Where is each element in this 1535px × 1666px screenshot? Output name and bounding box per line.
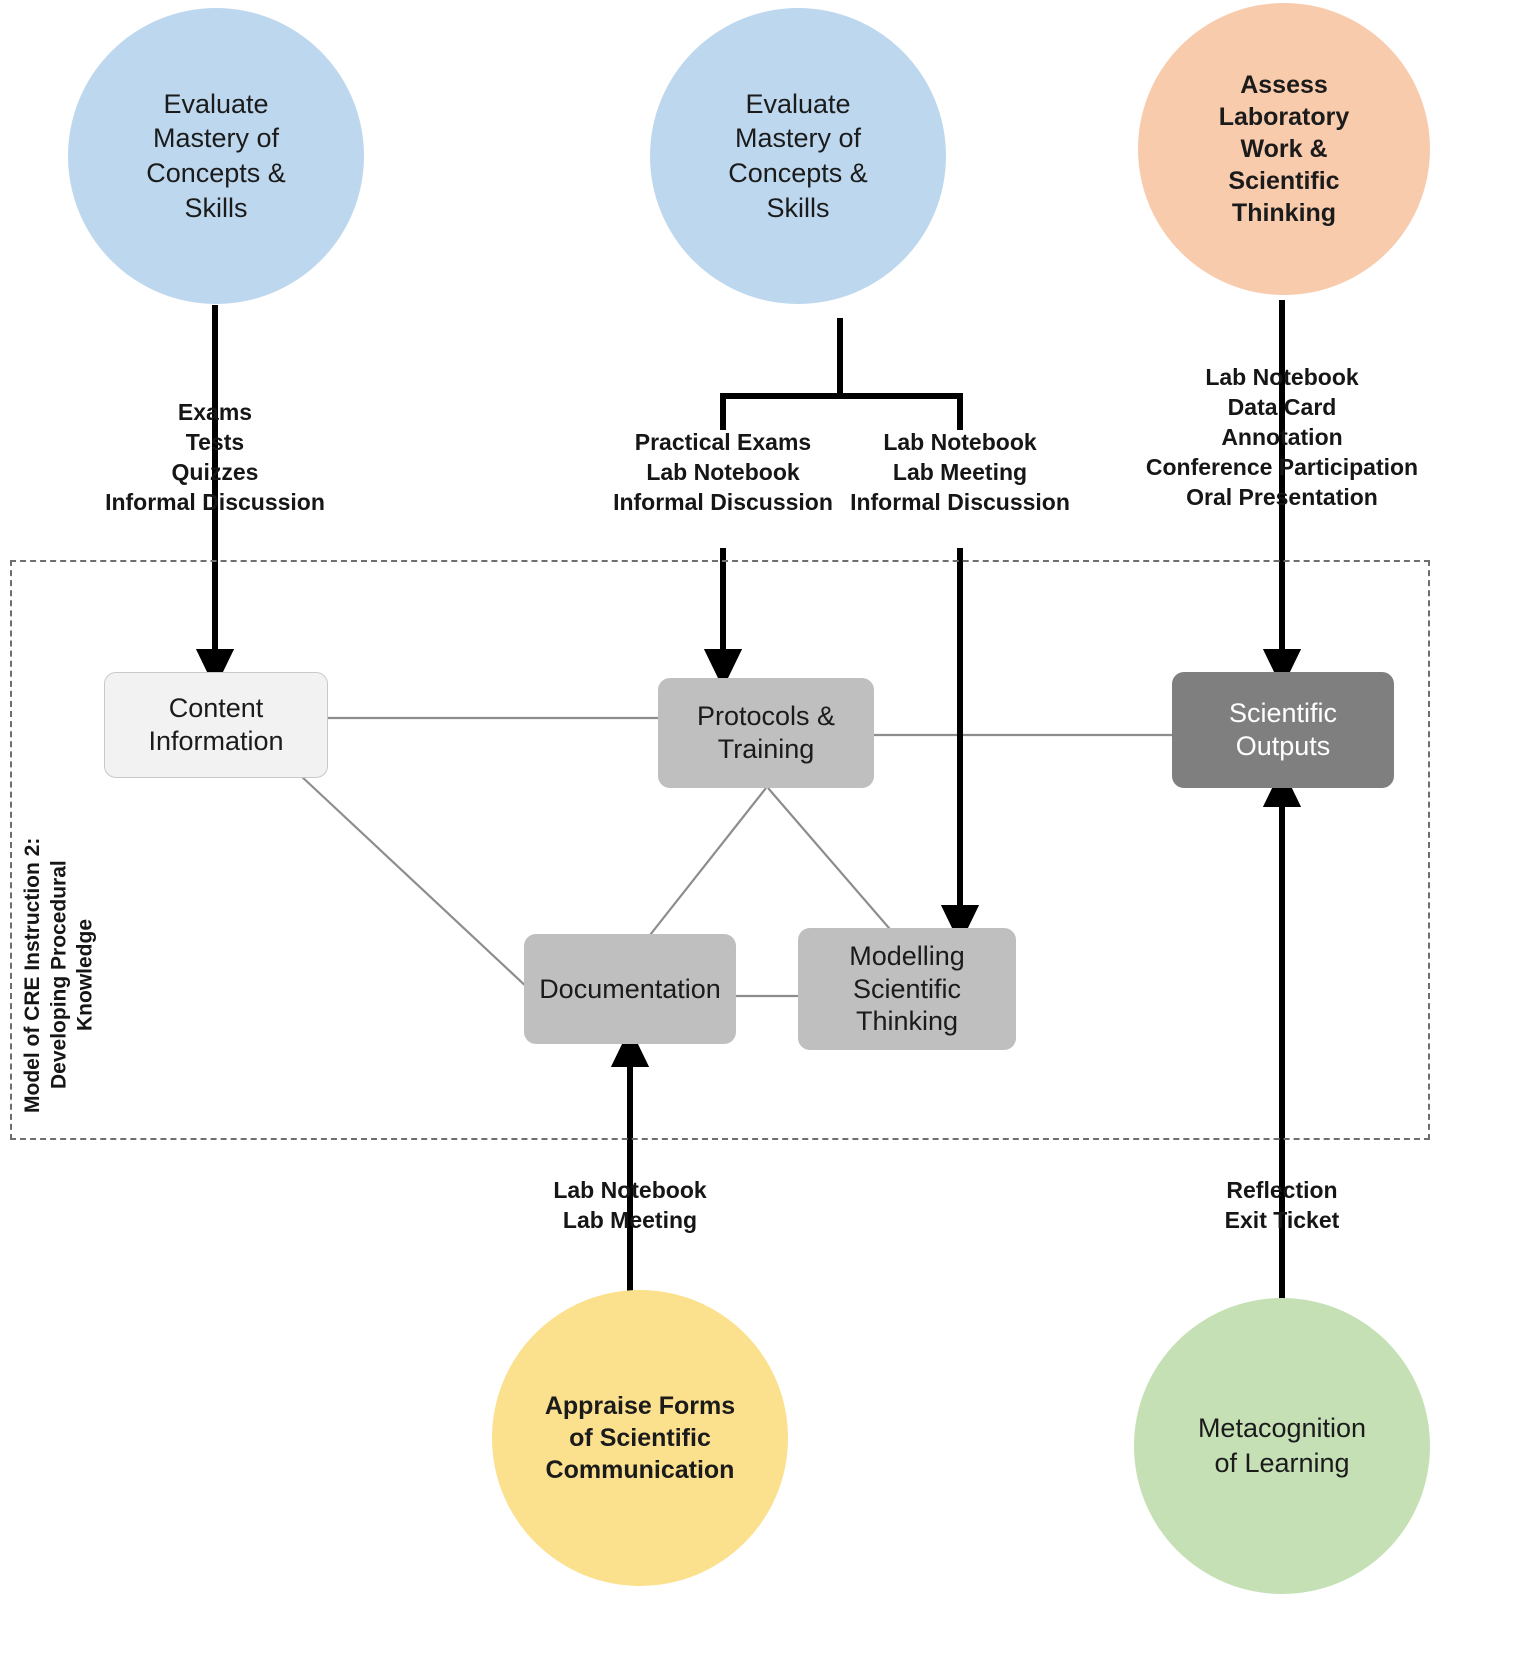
circle-appraise-forms-of-scientific-communication[interactable]: Appraise Forms of Scientific Communicati… — [492, 1290, 788, 1586]
circle-label: Assess Laboratory Work & Scientific Thin… — [1218, 71, 1350, 227]
cre-instruction-frame — [10, 560, 1430, 1140]
node-modelling-scientific-thinking[interactable]: Modelling Scientific Thinking — [798, 928, 1016, 1050]
node-label: Scientific Outputs — [1228, 698, 1338, 761]
node-label: Protocols & Training — [696, 701, 836, 764]
node-label: Content Information — [148, 693, 284, 756]
edge-label-lab-notebook-lab-meeting-bottom: Lab Notebook Lab Meeting — [553, 1177, 707, 1233]
node-scientific-outputs[interactable]: Scientific Outputs — [1172, 672, 1394, 788]
edge-label-practical-exams-lab-notebook: Practical Exams Lab Notebook Informal Di… — [613, 429, 833, 515]
frame-label: Model of CRE Instruction 2: Developing P… — [21, 837, 97, 1113]
circle-label: Evaluate Mastery of Concepts & Skills — [728, 88, 868, 223]
circle-evaluate-mastery-center[interactable]: Evaluate Mastery of Concepts & Skills — [650, 8, 946, 304]
edge-label-exams-tests-quizzes: Exams Tests Quizzes Informal Discussion — [105, 399, 325, 515]
circle-assess-laboratory-work[interactable]: Assess Laboratory Work & Scientific Thin… — [1138, 3, 1430, 295]
edge-label-reflection-exit-ticket: Reflection Exit Ticket — [1224, 1177, 1340, 1233]
node-label: Documentation — [539, 973, 721, 1004]
circle-label: Evaluate Mastery of Concepts & Skills — [146, 88, 286, 223]
circle-label: Metacognition of Learning — [1197, 1413, 1367, 1478]
edge-label-lab-notebook-lab-meeting: Lab Notebook Lab Meeting Informal Discus… — [850, 429, 1070, 515]
circle-evaluate-mastery-left[interactable]: Evaluate Mastery of Concepts & Skills — [68, 8, 364, 304]
circle-metacognition-of-learning[interactable]: Metacognition of Learning — [1134, 1298, 1430, 1594]
node-protocols-training[interactable]: Protocols & Training — [658, 678, 874, 788]
node-content-information[interactable]: Content Information — [104, 672, 328, 778]
node-label: Modelling Scientific Thinking — [849, 940, 965, 1037]
circle-label: Appraise Forms of Scientific Communicati… — [544, 1392, 736, 1484]
node-documentation[interactable]: Documentation — [524, 934, 736, 1044]
edge-label-lab-notebook-data-card: Lab Notebook Data Card Annotation Confer… — [1145, 364, 1419, 510]
